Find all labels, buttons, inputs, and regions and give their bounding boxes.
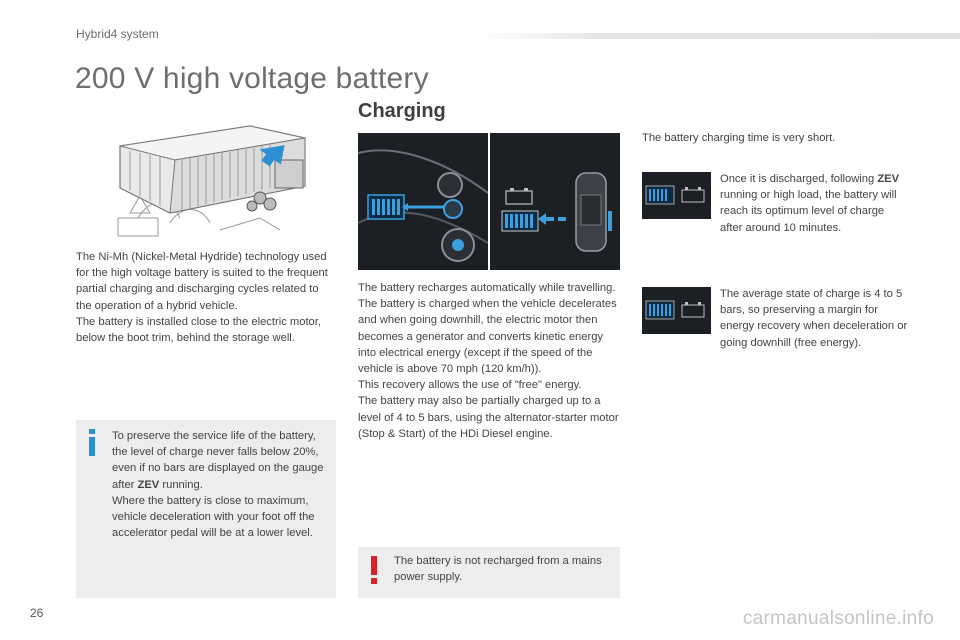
info-note-text: To preserve the service life of the batt… [112, 428, 332, 541]
section-heading: Charging [358, 100, 446, 122]
header-decor-bar [478, 33, 960, 39]
average-charge-text: The average state of charge is 4 to 5 ba… [720, 288, 908, 349]
info-note-zev: ZEV [137, 478, 160, 491]
warning-icon [369, 555, 379, 585]
discharged-text-zev: ZEV [877, 173, 900, 185]
charging-text: The battery recharges automatically whil… [358, 282, 619, 440]
gauge-average-image [642, 287, 711, 334]
info-note-text-part: To preserve the service life of the batt… [112, 430, 324, 491]
info-note: To preserve the service life of the batt… [76, 420, 336, 598]
gauge-low-image [642, 172, 711, 219]
warning-note-text: The battery is not recharged from a main… [394, 555, 602, 584]
charging-time-text: The battery charging time is very short. [642, 132, 836, 144]
info-note-text-part: running. Where the battery is close to m… [112, 478, 315, 540]
charging-diagram-car [358, 133, 488, 270]
discharged-text: Once it is discharged, following ZEV run… [720, 171, 905, 236]
page-number: 26 [30, 606, 44, 620]
discharged-text-part: running or high load, the battery will r… [720, 189, 897, 234]
charging-diagram-gauge [490, 133, 620, 270]
section-label: Hybrid4 system [76, 27, 159, 41]
battery-technology-text: The Ni-Mh (Nickel-Metal Hydride) technol… [76, 251, 328, 345]
info-icon [85, 428, 99, 458]
discharged-text-part: Once it is discharged, following [720, 173, 878, 185]
watermark: carmanualsonline.info [742, 608, 934, 629]
warning-note: The battery is not recharged from a main… [358, 547, 620, 598]
battery-illustration [110, 118, 330, 243]
page-title: 200 V high voltage battery [75, 62, 429, 95]
